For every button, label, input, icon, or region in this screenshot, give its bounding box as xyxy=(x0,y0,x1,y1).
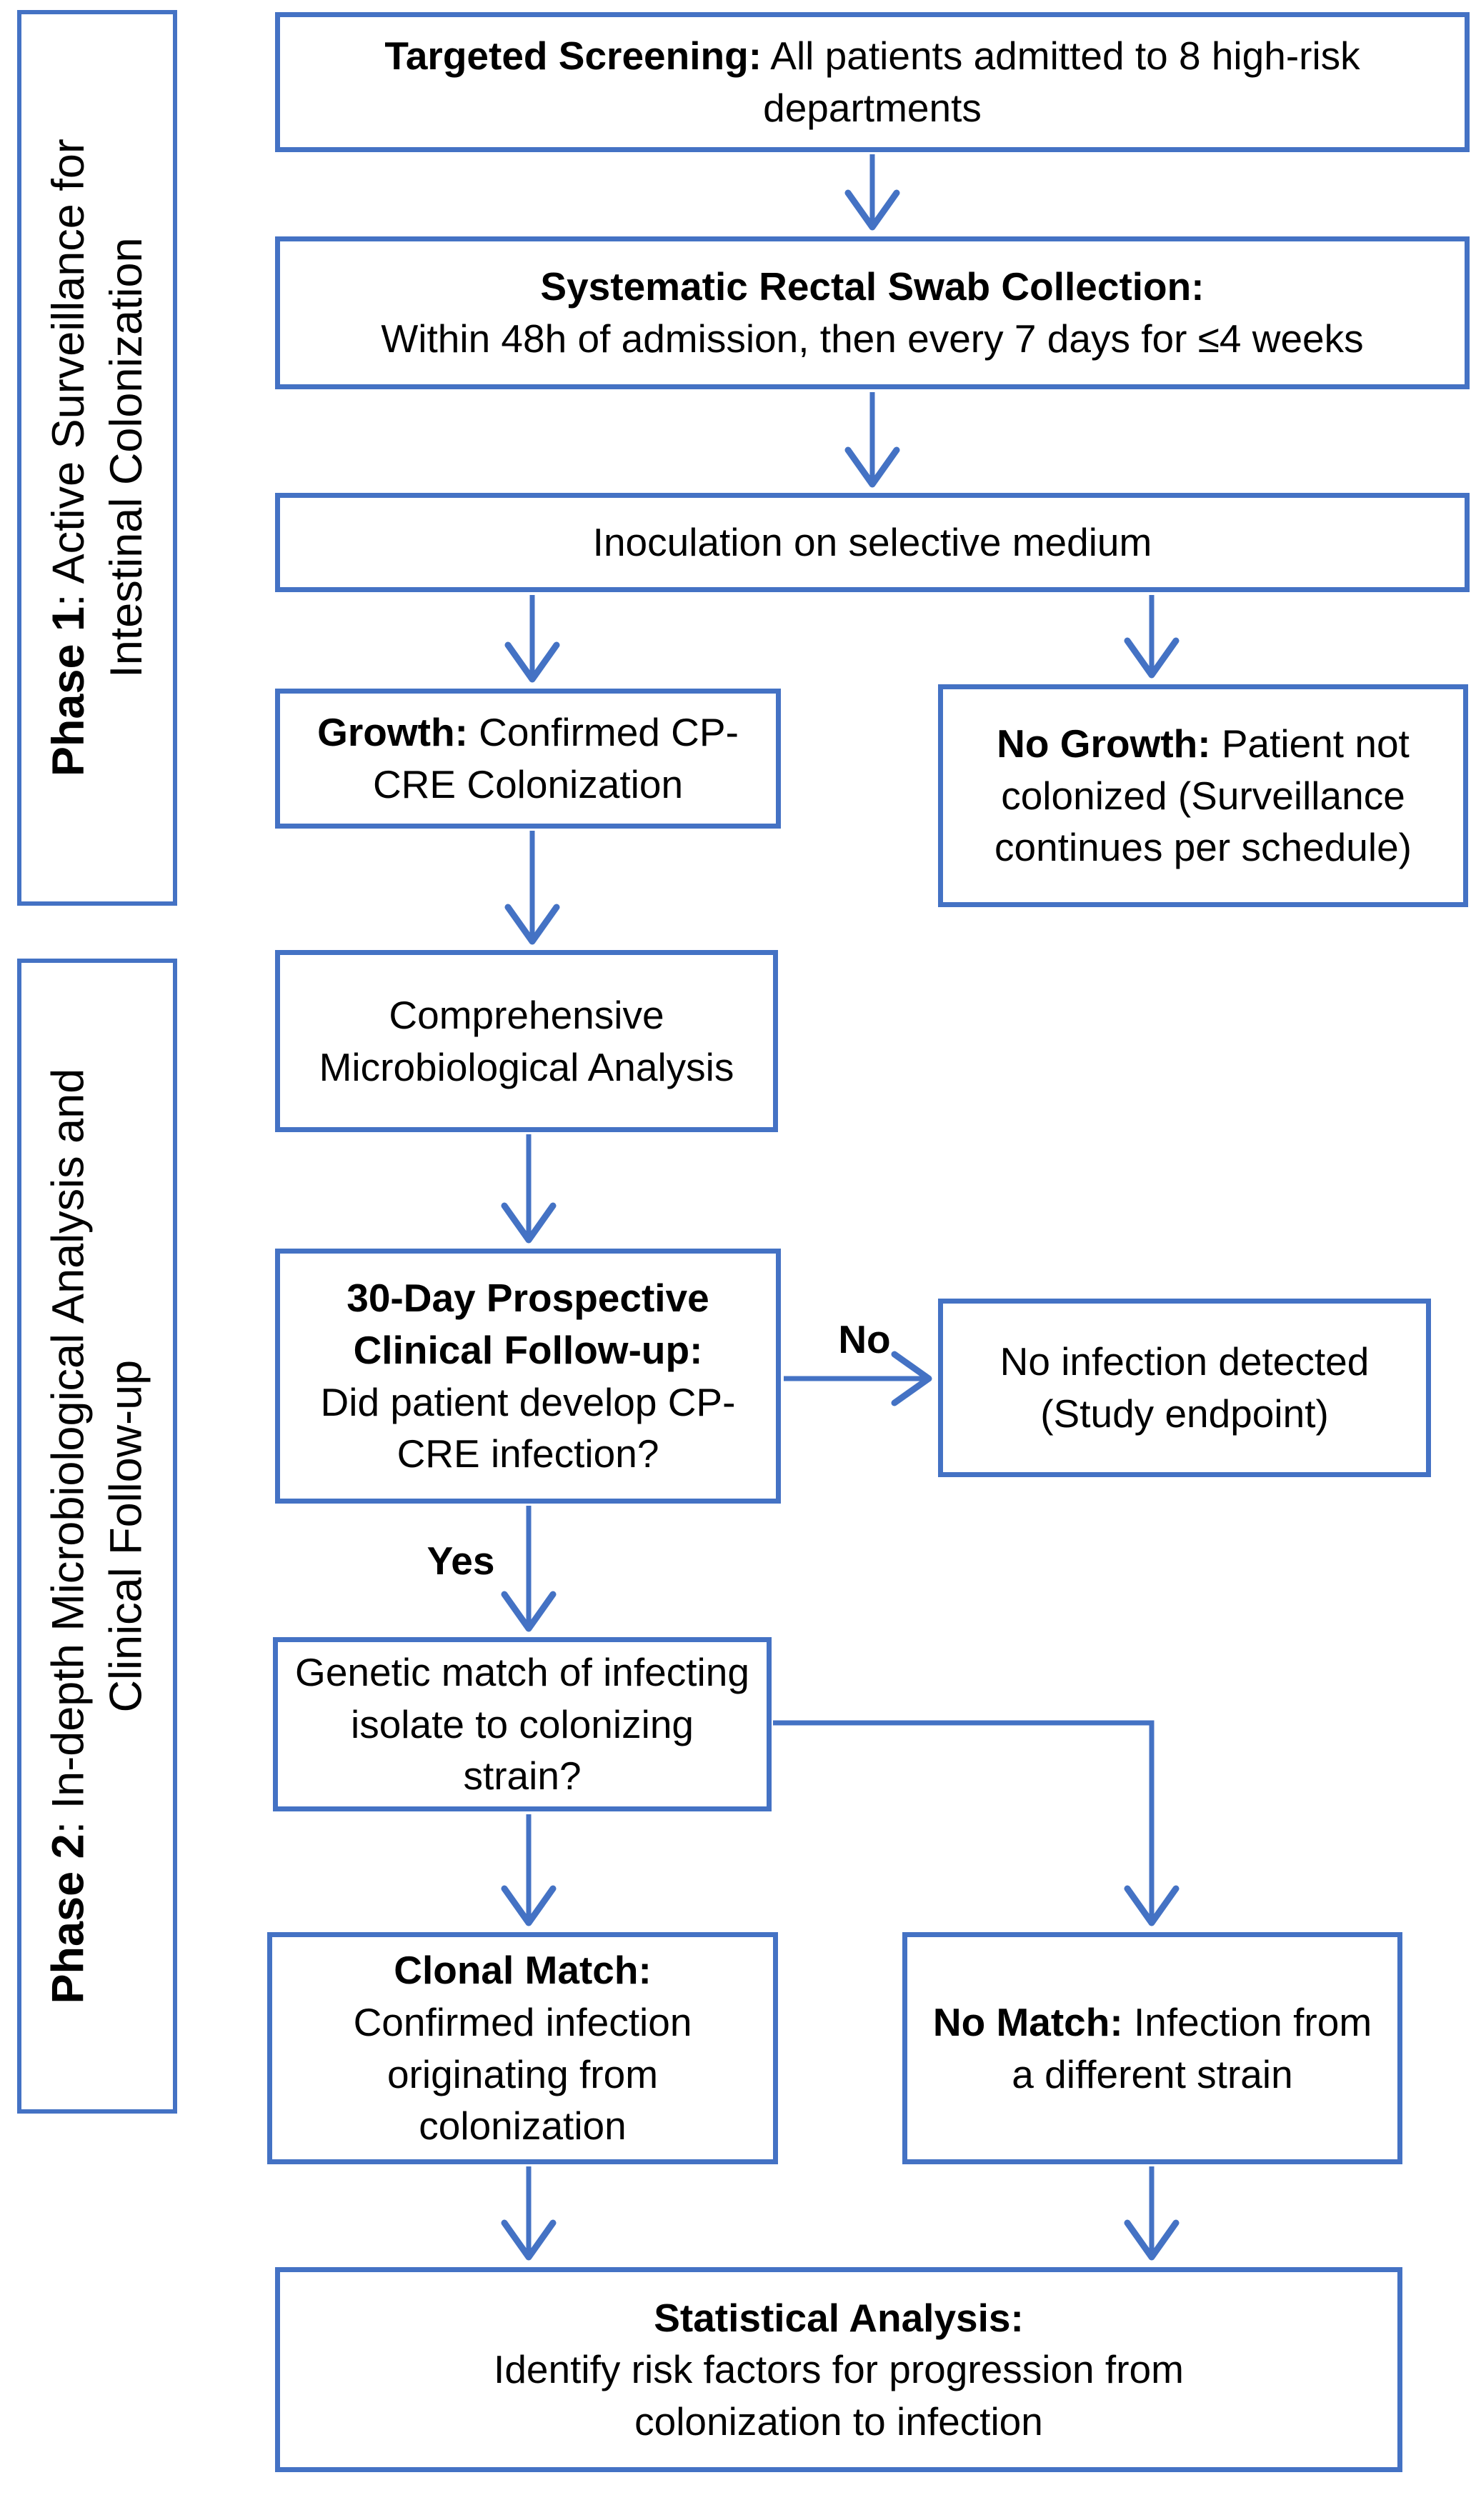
node-swab-collection-title: Systematic Rectal Swab Collection: xyxy=(540,264,1205,309)
phase2-label: Phase 2: In-depth Microbiological Analys… xyxy=(39,1069,154,2004)
phase1-prefix: Phase 1 xyxy=(43,606,94,777)
node-followup-text: Did patient develop CP-CRE infection? xyxy=(320,1379,736,1476)
node-clonal-match: Clonal Match: Confirmed infection origina… xyxy=(267,1932,778,2164)
phase1-line2: Intestinal Colonization xyxy=(101,237,151,679)
node-growth: Growth: Confirmed CP-CRE Colonization xyxy=(275,689,781,829)
node-no-match-text: Infection from a different strain xyxy=(1012,1999,1372,2096)
phase1-label-box: Phase 1: Active Surveillance for Intesti… xyxy=(17,10,177,906)
node-genetic-match: Genetic match of infecting isolate to co… xyxy=(273,1637,772,1811)
node-statistical-analysis: Statistical Analysis: Identify risk facto… xyxy=(275,2267,1402,2472)
node-swab-collection: Systematic Rectal Swab Collection: Within… xyxy=(275,236,1470,389)
node-no-growth: No Growth: Patient not colonized (Survei… xyxy=(938,684,1468,907)
phase2-label-box: Phase 2: In-depth Microbiological Analys… xyxy=(17,959,177,2114)
node-no-match: No Match: Infection from a different str… xyxy=(902,1932,1402,2164)
node-no-growth-text: Patient not colonized (Surveillance cont… xyxy=(994,721,1412,870)
node-microbio-analysis-text: Comprehensive Microbiological Analysis xyxy=(319,992,734,1089)
node-targeted-screening-text: All patients admitted to 8 high-risk dep… xyxy=(762,34,1360,130)
node-inoculation: Inoculation on selective medium xyxy=(275,493,1470,592)
node-no-growth-title: No Growth: xyxy=(997,721,1211,766)
edge-label-no: No xyxy=(838,1317,891,1361)
phase2-line1-rest: : In-depth Microbiological Analysis and xyxy=(43,1068,94,1834)
phase2-prefix: Phase 2 xyxy=(43,1834,94,2004)
phase2-line2: Clinical Follow-up xyxy=(101,1359,151,1713)
node-growth-title: Growth: xyxy=(317,710,468,755)
node-no-match-title: No Match: xyxy=(932,1999,1123,2044)
node-no-infection: No infection detected (Study endpoint) xyxy=(938,1299,1431,1477)
node-growth-text: Confirmed CP-CRE Colonization xyxy=(372,710,739,806)
node-microbio-analysis: Comprehensive Microbiological Analysis xyxy=(275,950,778,1132)
arrow-genetic-to-nomatch xyxy=(773,1720,1180,1926)
node-followup-title: 30-Day Prospective Clinical Follow-up: xyxy=(346,1276,709,1372)
node-swab-collection-text: Within 48h of admission, then every 7 da… xyxy=(381,316,1364,361)
node-statistical-analysis-title: Statistical Analysis: xyxy=(654,2295,1024,2340)
node-no-infection-text: No infection detected (Study endpoint) xyxy=(999,1339,1370,1436)
node-clonal-match-text: Confirmed infection originating from col… xyxy=(353,1999,692,2149)
phase1-label: Phase 1: Active Surveillance for Intesti… xyxy=(39,139,154,777)
edge-label-yes: Yes xyxy=(427,1539,495,1583)
node-statistical-analysis-text: Identify risk factors for progression fr… xyxy=(494,2347,1184,2444)
node-followup: 30-Day Prospective Clinical Follow-up:Di… xyxy=(275,1249,781,1504)
node-targeted-screening: Targeted Screening: All patients admitte… xyxy=(275,12,1470,152)
phase1-line1-rest: : Active Surveillance for xyxy=(43,139,94,607)
node-targeted-screening-title: Targeted Screening: xyxy=(384,34,762,79)
node-genetic-match-text: Genetic match of infecting isolate to co… xyxy=(295,1650,749,1799)
node-inoculation-text: Inoculation on selective medium xyxy=(592,520,1152,565)
node-clonal-match-title: Clonal Match: xyxy=(394,1948,652,1993)
